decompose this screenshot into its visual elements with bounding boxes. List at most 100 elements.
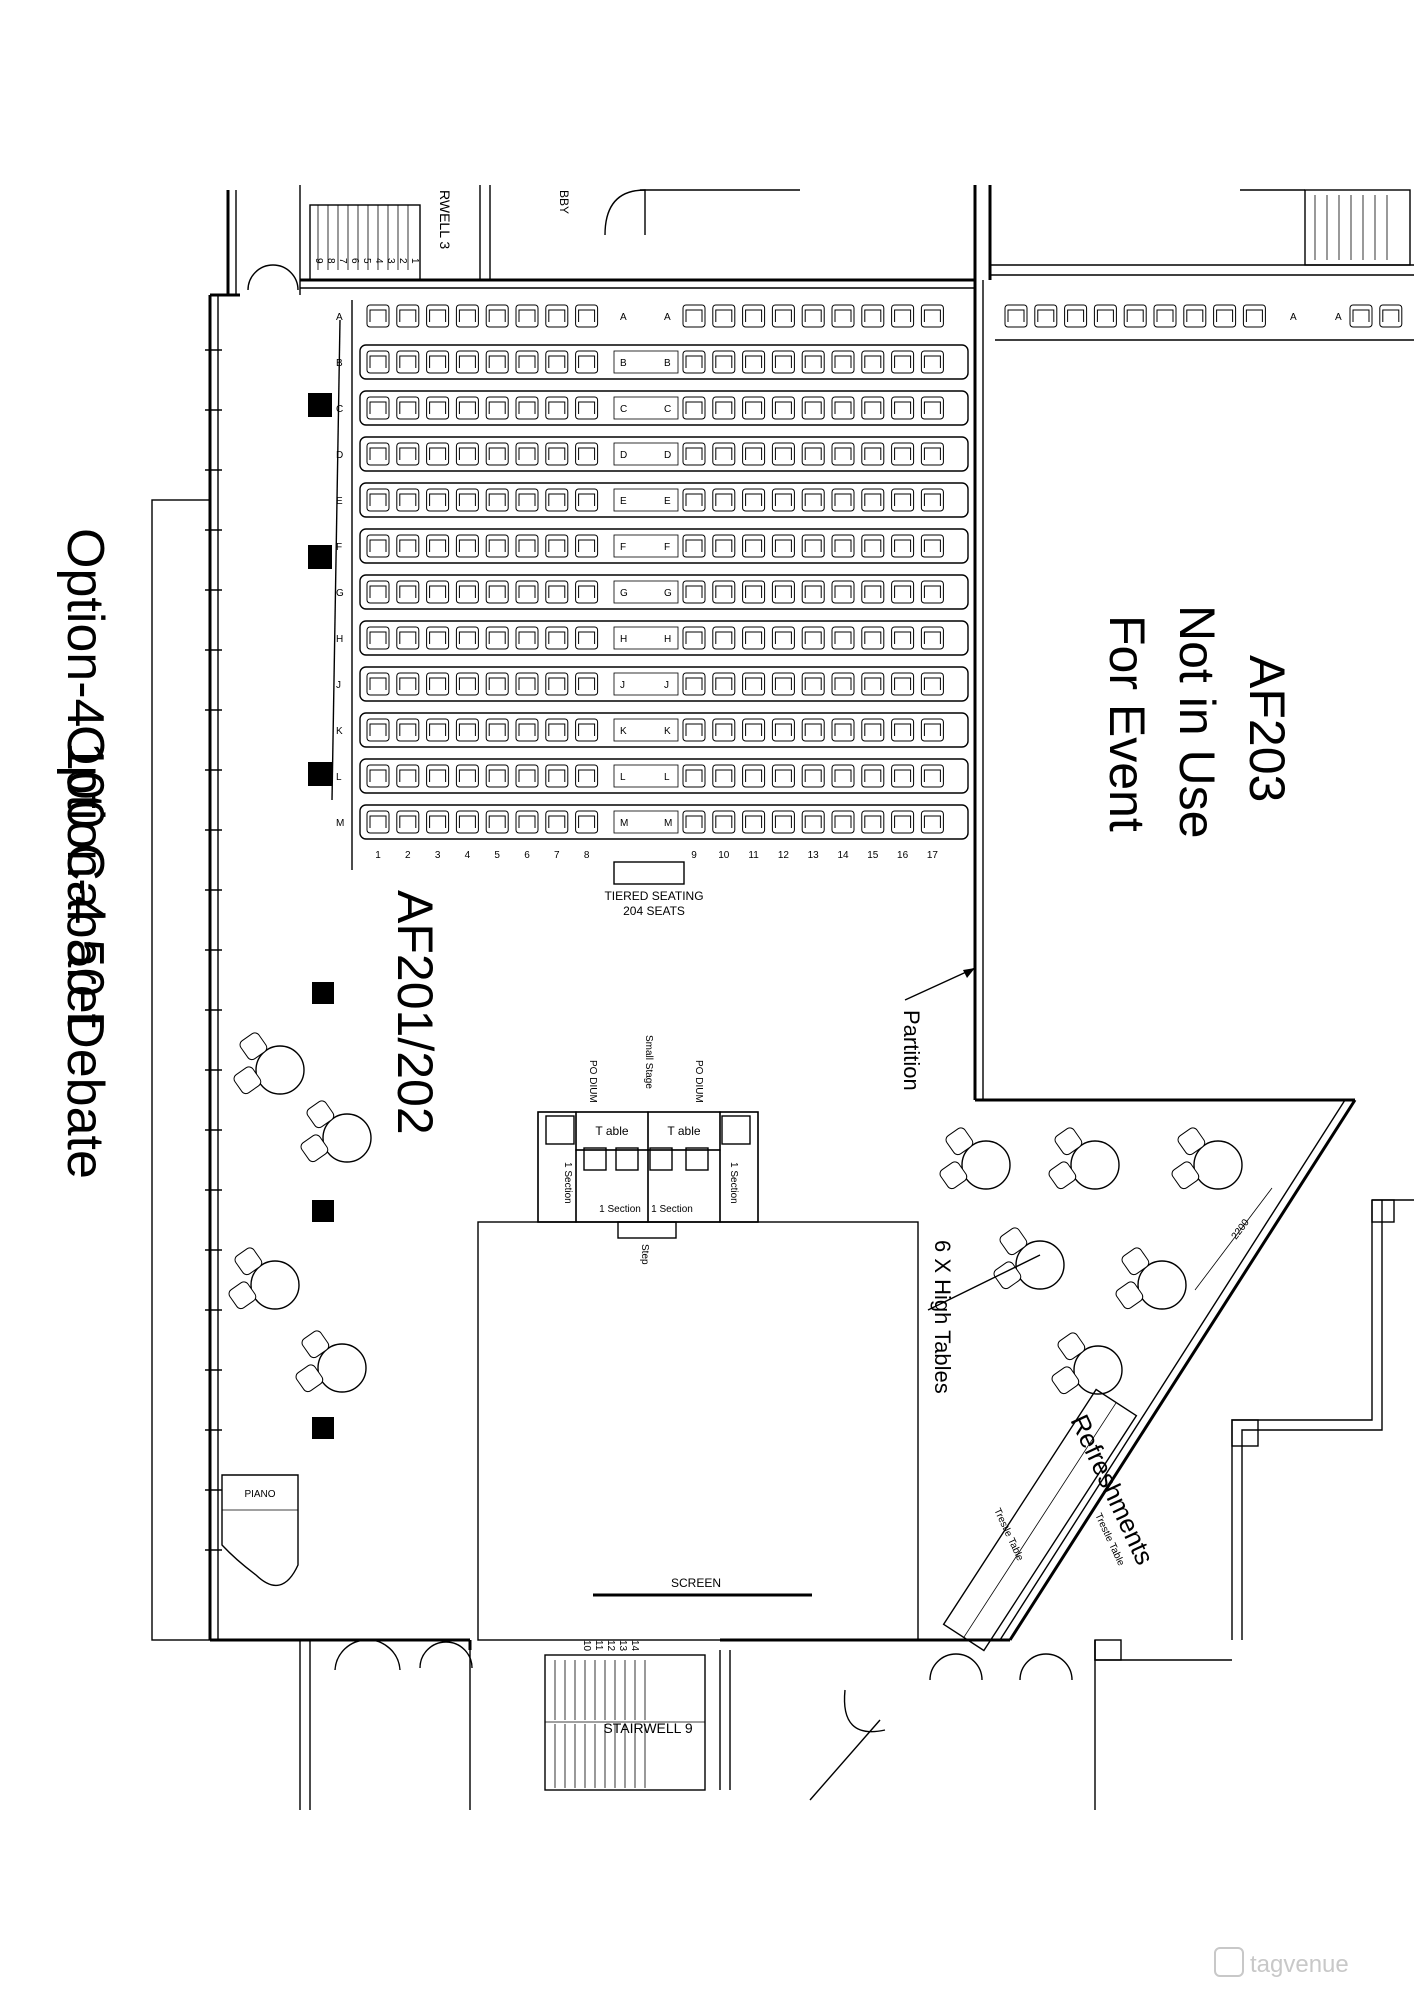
piano-label: PIANO — [244, 1489, 275, 1500]
high-tables-leader — [927, 1254, 1041, 1311]
seating-step — [613, 861, 685, 885]
row-letter: F — [664, 542, 670, 553]
watermark-label: tagvenue — [1250, 1951, 1349, 1978]
row-bay — [359, 436, 969, 472]
svg-text:6: 6 — [349, 258, 360, 264]
small-stage-label: Small Stage — [643, 1035, 654, 1089]
seat-number: 14 — [837, 850, 849, 861]
seat-number: 16 — [897, 850, 909, 861]
svg-text:2: 2 — [397, 258, 408, 264]
seat-number: 7 — [554, 850, 560, 861]
svg-text:8: 8 — [325, 258, 336, 264]
row-letter: K — [620, 726, 627, 737]
svg-text:4: 4 — [373, 258, 384, 264]
table-right-label: T able — [667, 1124, 700, 1138]
entrance-doors-top — [247, 264, 299, 291]
corridor-outline — [151, 499, 211, 1641]
svg-text:1: 1 — [409, 258, 420, 264]
step-label: Step — [639, 1244, 650, 1265]
stair-numbers-3: 1 2 3 4 5 6 7 8 9 — [313, 258, 420, 264]
svg-text:5: 5 — [361, 258, 372, 264]
high-tables-label: 6 X High Tables — [930, 1240, 955, 1394]
row-letter: D — [336, 450, 343, 461]
section-mid-left-label: 1 Section — [599, 1204, 641, 1215]
seat-number: 4 — [465, 850, 471, 861]
aisle-block — [613, 396, 679, 420]
top-right-stair — [1240, 189, 1411, 266]
row-letter: A — [620, 312, 627, 323]
aisle-block — [613, 534, 679, 558]
stairwell-3-label: RWELL 3 — [437, 190, 453, 249]
row-letter: K — [336, 726, 343, 737]
row-letter: H — [664, 634, 671, 645]
aisle-block — [613, 672, 679, 696]
row-letter: L — [664, 772, 670, 783]
row-letter: J — [336, 680, 341, 691]
stairwell-9: STAIRWELL 9 10 11 12 13 14 — [544, 1640, 706, 1791]
trestle-label-b: Trestle Table — [991, 1507, 1025, 1563]
podium-left-label: PO DIUM — [587, 1060, 598, 1103]
seating-caption-line1: TIERED SEATING — [604, 889, 703, 903]
row-letter: M — [620, 818, 628, 829]
cabaret-table — [993, 1227, 1065, 1290]
seat-number: 5 — [494, 850, 500, 861]
row-letter: L — [620, 772, 626, 783]
seat-number: 17 — [927, 850, 939, 861]
svg-text:7: 7 — [337, 258, 348, 264]
svg-text:3: 3 — [385, 258, 396, 264]
cabaret-table — [228, 1247, 300, 1310]
row-letter: H — [620, 634, 627, 645]
row-letter: D — [664, 450, 671, 461]
partition-arrow — [904, 967, 976, 1001]
adjacent-building — [1094, 1199, 1414, 1661]
podium-right-label: PO DIUM — [693, 1060, 704, 1103]
row-letter: E — [664, 496, 671, 507]
row-bay — [359, 482, 969, 518]
row-letter: A — [1290, 312, 1297, 323]
row-letter: A — [1335, 312, 1342, 323]
svg-text:11: 11 — [593, 1640, 604, 1651]
aisle-block — [613, 488, 679, 512]
section-right-label: 1 Section — [728, 1162, 739, 1204]
row-letter: A — [664, 312, 671, 323]
cabaret-table — [1048, 1127, 1120, 1190]
svg-text:12: 12 — [605, 1640, 616, 1652]
row-letter: E — [620, 496, 627, 507]
cabaret-table — [1051, 1332, 1123, 1395]
svg-text:13: 13 — [617, 1640, 628, 1652]
row-letter: A — [336, 312, 343, 323]
row-letter: J — [620, 680, 625, 691]
row-bay — [359, 666, 969, 702]
row-letter: F — [336, 542, 342, 553]
partition-label: Partition — [899, 1010, 924, 1091]
row-letter: M — [664, 818, 672, 829]
bottom-doors — [299, 1639, 1096, 1810]
piano: PIANO — [221, 1474, 299, 1587]
row-bay — [359, 528, 969, 564]
cabaret-table — [939, 1127, 1011, 1190]
svg-text:9: 9 — [313, 258, 324, 264]
seat-number: 2 — [405, 850, 411, 861]
seat-number: 9 — [691, 850, 697, 861]
section-left-label: 1 Section — [562, 1162, 573, 1204]
cabaret-table — [1171, 1127, 1243, 1190]
row-letter: F — [620, 542, 626, 553]
row-letter: J — [664, 680, 669, 691]
aisle-block — [613, 718, 679, 742]
seat-number: 13 — [808, 850, 820, 861]
row-bay — [359, 758, 969, 794]
section-mid-right-label: 1 Section — [651, 1204, 693, 1215]
row-bay — [359, 620, 969, 656]
row-letter: G — [620, 588, 628, 599]
dimension-label: 2200 — [1230, 1217, 1252, 1242]
cabaret-table — [233, 1032, 305, 1095]
row-letter: C — [664, 404, 671, 415]
outer-walls — [208, 185, 1414, 1650]
room-closed-line2: Not in Use — [1169, 605, 1225, 838]
aisle-block — [613, 626, 679, 650]
aisle-block — [613, 350, 679, 374]
aisle-block — [613, 580, 679, 604]
stairwell-9-label: STAIRWELL 9 — [603, 1720, 692, 1736]
